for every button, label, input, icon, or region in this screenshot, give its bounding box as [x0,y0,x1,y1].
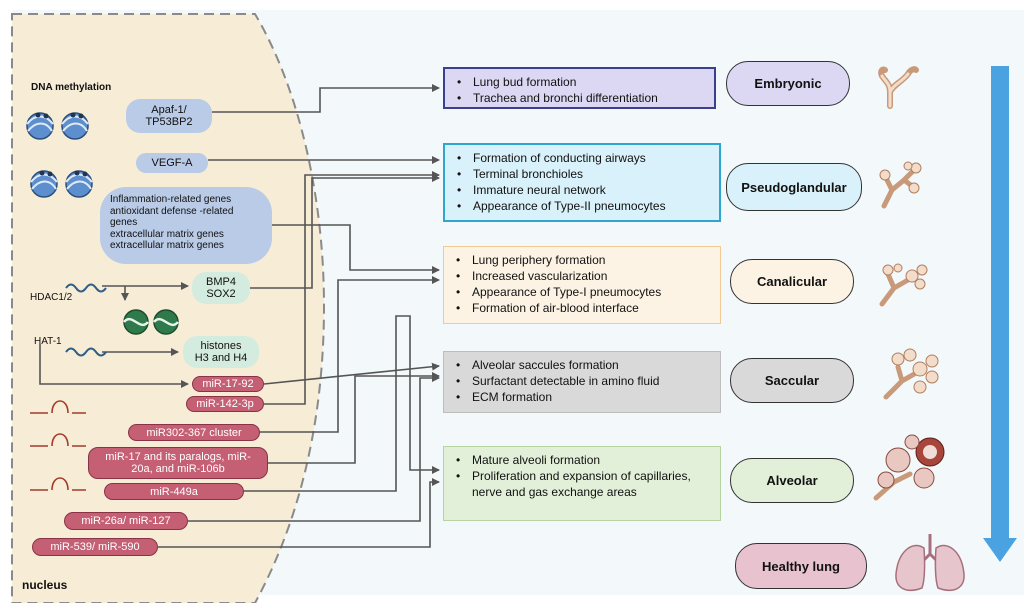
bmp4-sox2-factor: BMP4 SOX2 [192,272,250,304]
genes-line: extracellular matrix genes [110,240,224,251]
genes-line: Inflammation-related genes [110,194,232,205]
nucleosome-icon [26,112,54,140]
mirna-17-paralogs: miR-17 and its paralogs, miR-20a, and mi… [88,447,268,479]
event-item: Appearance of Type-I pneumocytes [454,284,710,300]
dna-wave-icon [65,283,107,293]
lungs-icon [895,534,965,592]
nucleosome-icon [61,112,89,140]
genes-line: genes [110,217,138,228]
mirna-17-92: miR-17-92 [192,376,264,392]
genes-line: antioxidant defense -related [110,205,234,217]
connector-mir26 [188,374,440,522]
embryonic-events-box: Lung bud formation Trachea and bronchi d… [443,67,716,109]
saccules-icon [883,348,939,400]
event-item: Appearance of Type-II pneumocytes [455,198,709,214]
target-genes-block: Inflammation-related genes antioxidant d… [100,187,272,264]
canaliculi-icon [879,263,928,307]
mirna-26a-127: miR-26a/ miR-127 [64,512,188,530]
connector-mir302 [260,276,440,433]
nucleus-label: nucleus [22,578,68,592]
event-item: Immature neural network [455,182,709,198]
histones-factor: histones H3 and H4 [183,336,259,368]
apaf-tp53bp2-factor: Apaf-1/ TP53BP2 [126,99,212,133]
stage-healthy-lung: Healthy lung [735,543,867,589]
event-item: Increased vascularization [454,268,710,284]
bmp4-line: BMP4 [206,276,236,288]
event-item: Mature alveoli formation [454,452,710,468]
connector-genes [272,224,440,274]
connector-mir539 [158,478,440,548]
connector-mir17par [268,372,440,464]
dna-methylation-label: DNA methylation [31,82,112,93]
event-item: Formation of air-blood interface [454,300,710,316]
connector-bmp [250,174,440,289]
dna-wave-icon [65,347,107,357]
hat-label: HAT-1 [34,336,62,347]
stage-pseudoglandular: Pseudoglandular [726,163,862,211]
nucleosome-icon [65,170,93,198]
mirna-539-590: miR-539/ miR-590 [32,538,158,556]
event-item: Lung periphery formation [454,252,710,268]
hdac-label: HDAC1/2 [30,292,73,303]
alveoli-icon [873,434,945,501]
stage-embryonic: Embryonic [726,61,850,106]
event-item: Terminal bronchioles [455,166,709,182]
event-item: Formation of conducting airways [455,150,709,166]
event-item: Surfactant detectable in amino fluid [454,373,710,389]
connector-mir449 [244,315,440,492]
stage-canalicular: Canalicular [730,259,854,304]
nucleosome-icon [30,170,58,198]
mirna-302-367-cluster: miR302-367 cluster [128,424,260,441]
connector-apaf [212,84,440,113]
acetylated-nucleosome-icon [153,309,179,335]
event-item: Proliferation and expansion of capillari… [454,468,712,500]
histones-line: histones [200,340,242,352]
mirna-142-3p: miR-142-3p [186,396,264,412]
airway-bud-icon [878,66,919,109]
stage-alveolar: Alveolar [730,458,854,503]
alveolar-events-box: Mature alveoli formation Proliferation a… [443,446,721,521]
pseudoglandular-events-box: Formation of conducting airways Terminal… [443,143,721,222]
h3-h4-line: H3 and H4 [194,352,248,364]
event-item: Alveolar saccules formation [454,357,710,373]
stage-saccular: Saccular [730,358,854,403]
apaf-line: Apaf-1/ [151,104,187,116]
vegf-a-factor: VEGF-A [136,153,208,173]
connector-mir142 [264,171,440,405]
acetylated-nucleosome-icon [123,309,149,335]
event-item: Trachea and bronchi differentiation [455,90,704,106]
saccular-events-box: Alveolar saccules formation Surfactant d… [443,351,721,413]
tp53bp2-line: TP53BP2 [145,116,193,128]
branching-buds-icon [879,161,922,209]
event-item: Lung bud formation [455,74,704,90]
event-item: ECM formation [454,389,710,405]
canalicular-events-box: Lung periphery formation Increased vascu… [443,246,721,324]
mirna-449a: miR-449a [104,483,244,500]
genes-line: extracellular matrix genes [110,228,224,240]
rna-hairpin-icon [30,400,86,491]
connector-hat-down [39,344,189,388]
sox2-line: SOX2 [206,288,236,300]
